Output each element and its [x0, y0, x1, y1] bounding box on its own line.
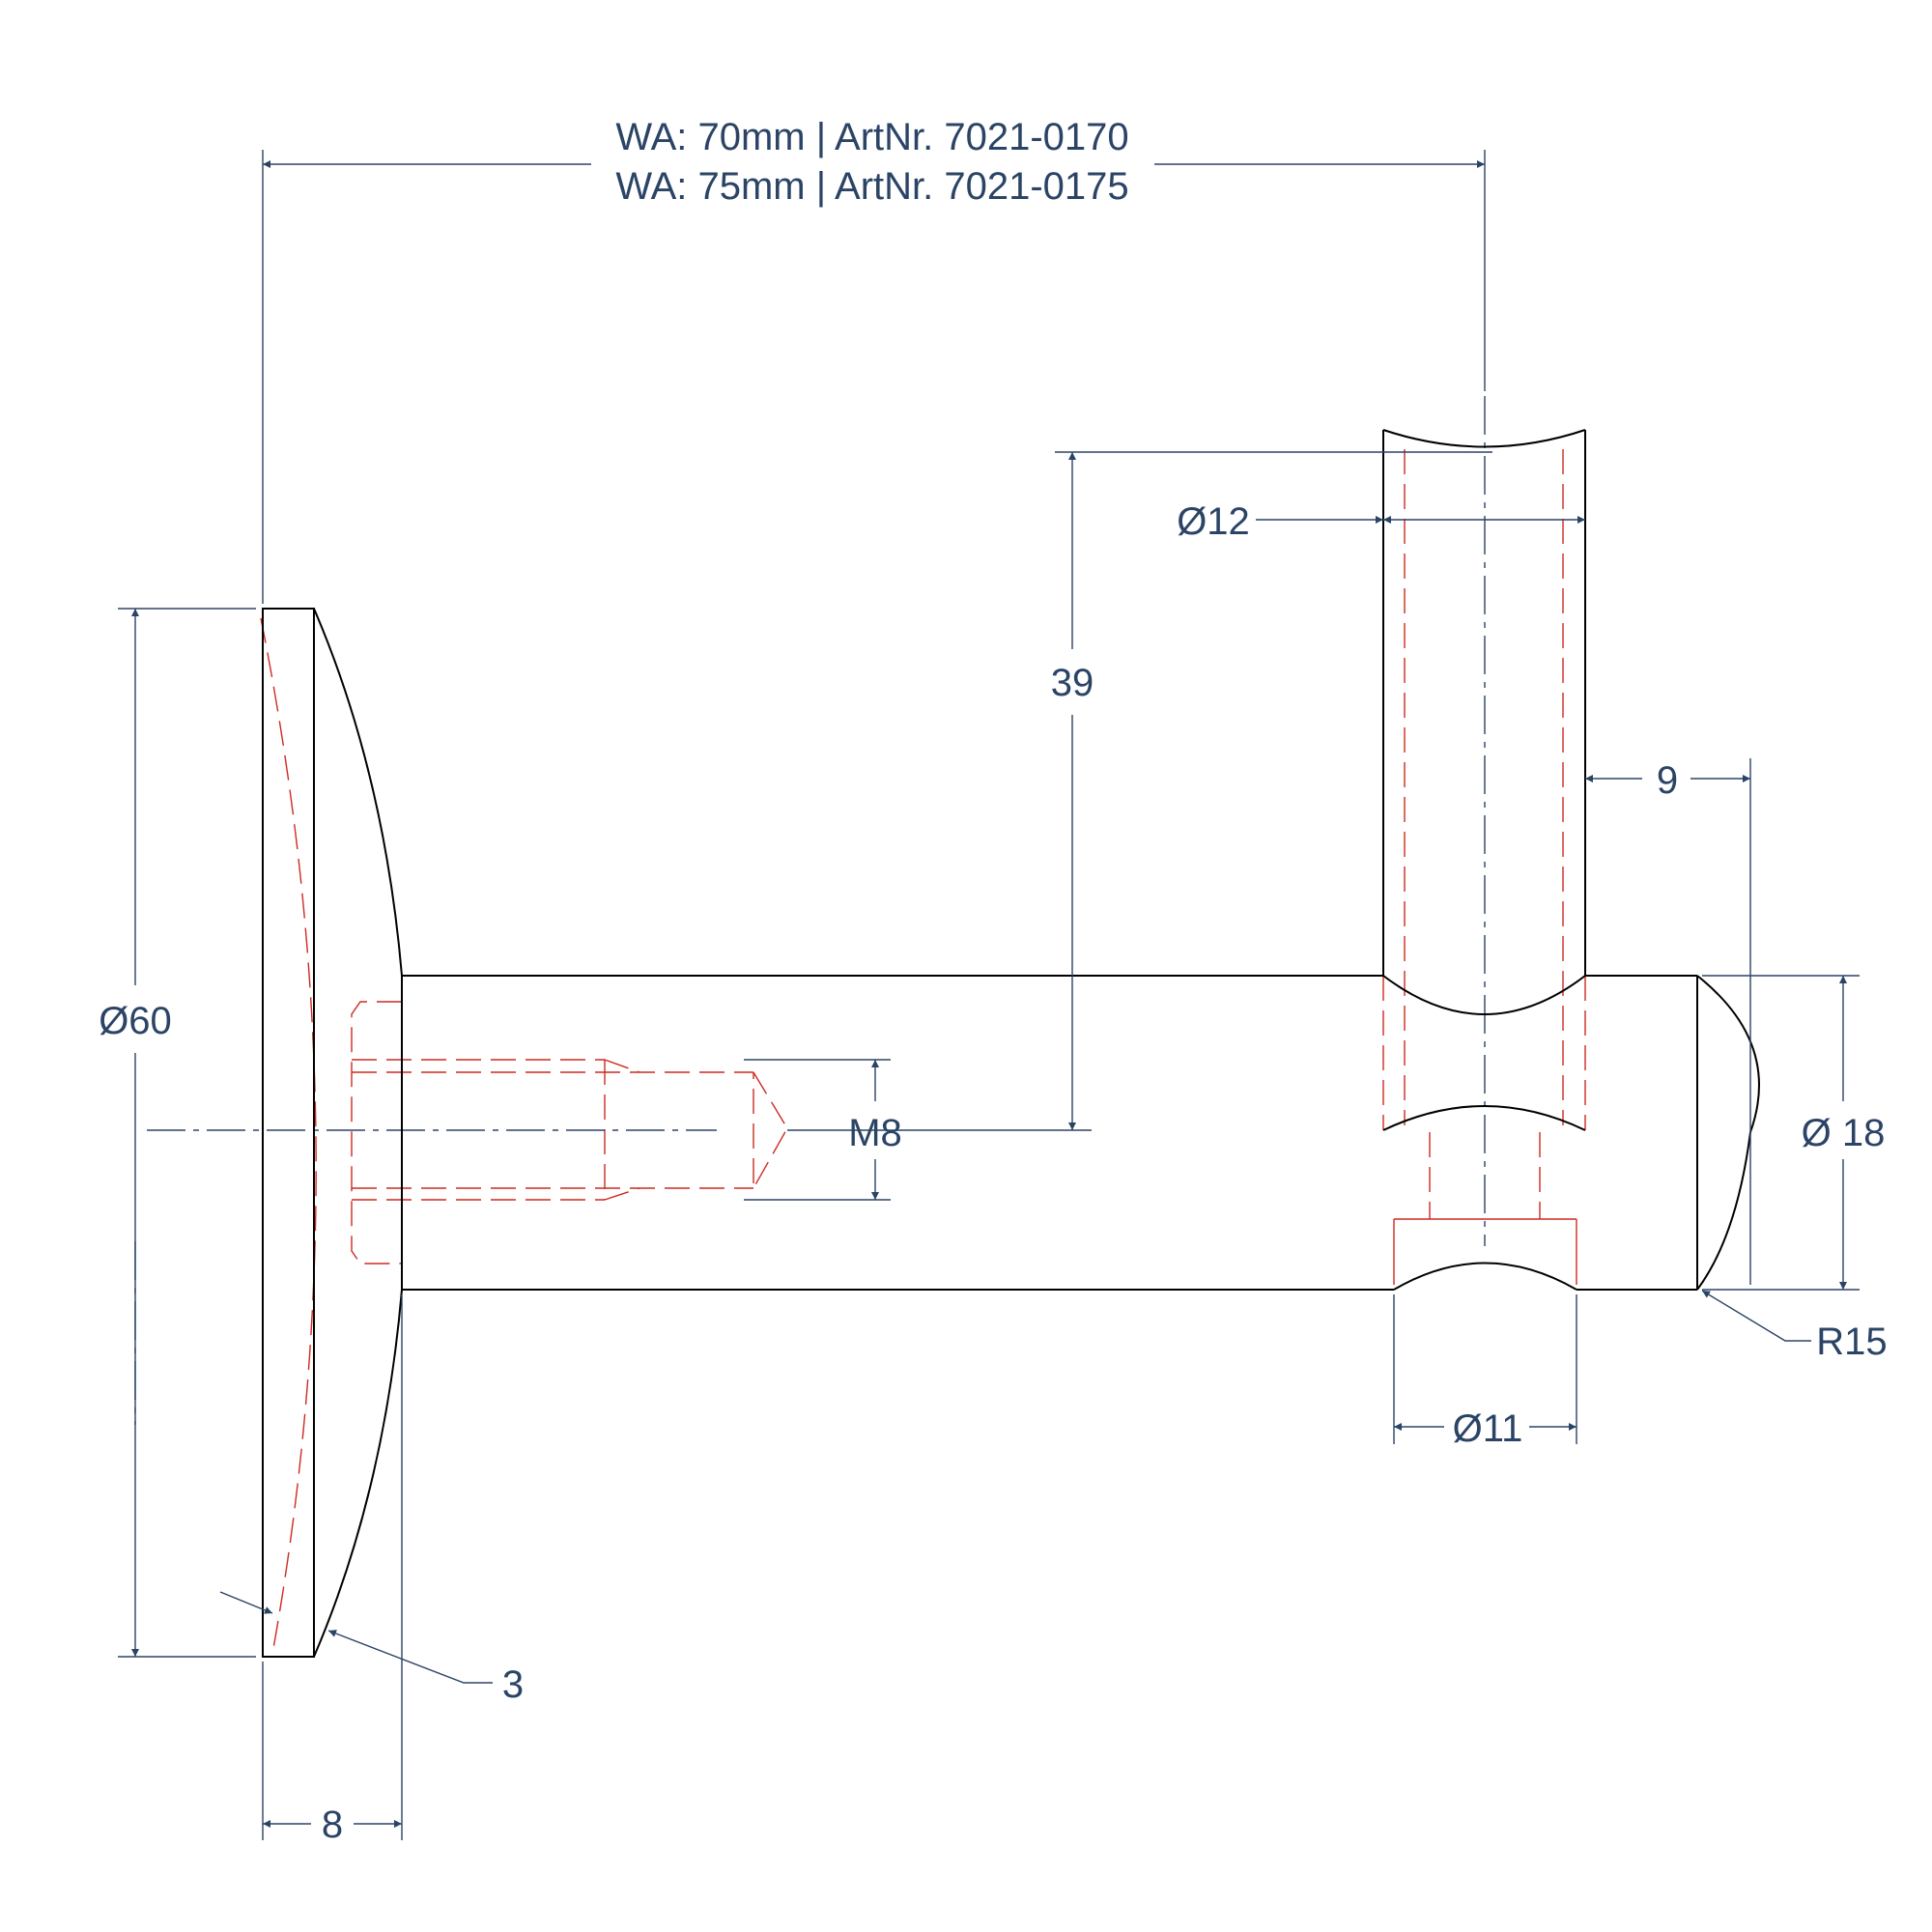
- flange-hidden-curve: [260, 617, 317, 1655]
- hole-diameter-label: Ø11: [1453, 1407, 1523, 1450]
- center-lines: [134, 396, 1486, 1425]
- bar-to-end-label: 9: [1657, 759, 1678, 802]
- hidden-lines: [260, 449, 1586, 1655]
- title-line-2: WA: 75mm | ArtNr. 7021-0175: [615, 165, 1128, 208]
- dimensions: WA: 70mm | ArtNr. 7021-0170 WA: 75mm | A…: [99, 116, 1888, 1846]
- flange-dome: [313, 608, 403, 1658]
- bar-saddle-top: [1382, 975, 1586, 1015]
- drill-point: [753, 1071, 788, 1191]
- flange-plate: [262, 608, 315, 1658]
- bar-top-end: [1382, 429, 1586, 448]
- title-line-1: WA: 70mm | ArtNr. 7021-0170: [615, 116, 1128, 158]
- bar-diameter-label: Ø12: [1177, 500, 1250, 543]
- radius-leader: [1701, 1290, 1811, 1342]
- flange-diameter-label: Ø60: [99, 1000, 172, 1042]
- thread-chamfer-bottom: [604, 1187, 640, 1201]
- axis-offset-label: 39: [1051, 662, 1094, 704]
- thread-chamfer-top: [604, 1059, 640, 1073]
- chamfer-leader-b: [327, 1630, 493, 1684]
- hole-saddle: [1393, 1262, 1577, 1291]
- thread-label: M8: [848, 1112, 902, 1154]
- chamfer-leader-a: [219, 1591, 273, 1614]
- object-lines: [262, 429, 1760, 1658]
- body-diameter-label: Ø 18: [1802, 1112, 1886, 1154]
- flange-thickness-label: 8: [322, 1804, 343, 1846]
- flange-chamfer-label: 3: [502, 1663, 524, 1706]
- counterbore-hidden: [351, 1001, 402, 1264]
- end-radius-label: R15: [1816, 1321, 1887, 1363]
- bar-saddle-bottom: [1382, 1105, 1586, 1131]
